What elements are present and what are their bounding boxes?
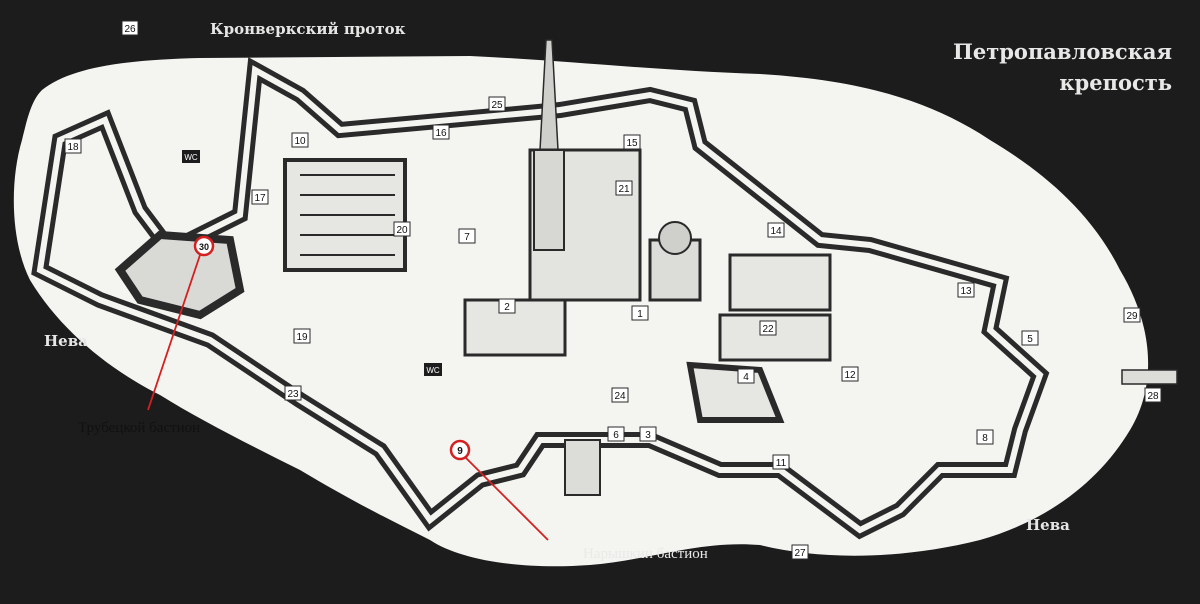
svg-text:13: 13: [960, 286, 972, 297]
svg-text:29: 29: [1126, 311, 1138, 322]
building-number-17: 17: [251, 189, 269, 205]
building-number-29: 29: [1123, 307, 1141, 323]
building-number-8: 8: [976, 429, 994, 445]
building-number-13: 13: [957, 282, 975, 298]
svg-text:22: 22: [762, 324, 774, 335]
svg-text:2: 2: [504, 302, 510, 313]
building-4: [686, 361, 785, 423]
trubetskoy-callout-label: Трубецкой бастион: [78, 420, 201, 436]
building-number-14: 14: [767, 222, 785, 238]
naryshkin-callout-label: Нарышкин бастион: [583, 546, 708, 562]
svg-text:4: 4: [743, 372, 749, 383]
building-number-5: 5: [1021, 330, 1039, 346]
building-number-20: 20: [393, 221, 411, 237]
title-line-1: Петропавловская: [953, 39, 1172, 64]
svg-text:28: 28: [1147, 391, 1159, 402]
building-number-22: 22: [759, 320, 777, 336]
wc-badge-2-label: WC: [426, 366, 440, 375]
neva-left-label: Нева: [44, 332, 88, 350]
svg-text:18: 18: [67, 142, 79, 153]
title-line-2: крепость: [1059, 70, 1172, 95]
svg-text:12: 12: [844, 370, 856, 381]
svg-text:7: 7: [464, 232, 470, 243]
building-number-12: 12: [841, 366, 859, 382]
naryshkin-marker[interactable]: [449, 439, 471, 461]
svg-text:17: 17: [254, 193, 266, 204]
building-number-3: 3: [639, 426, 657, 442]
building-number-16: 16: [432, 124, 450, 140]
wc-badge: [182, 150, 200, 163]
building-number-28: 28: [1144, 387, 1162, 403]
building-number-2: 2: [498, 298, 516, 314]
building-number-23: 23: [284, 385, 302, 401]
cathedral-bell-tower: [533, 149, 565, 251]
trubetskoy-callout-line: [147, 254, 201, 411]
building-number-1: 1: [631, 305, 649, 321]
svg-text:15: 15: [626, 138, 638, 149]
trubetskoy-marker-number: 30: [199, 242, 209, 252]
svg-text:8: 8: [982, 433, 988, 444]
wc-badge-2: [424, 363, 442, 376]
svg-text:26: 26: [124, 24, 136, 35]
trubetskoy-bastion-shape: [114, 230, 245, 320]
building-number-10: 10: [291, 132, 309, 148]
svg-text:10: 10: [294, 136, 306, 147]
building-number-27: 27: [791, 544, 809, 560]
building-number-26: 26: [121, 20, 139, 36]
fortress-wall-inner: [36, 65, 1044, 534]
building-number-6: 6: [607, 426, 625, 442]
svg-text:25: 25: [491, 100, 503, 111]
building-number-15: 15: [623, 134, 641, 150]
map-title: Петропавловская крепость: [953, 36, 1172, 98]
svg-text:21: 21: [618, 184, 630, 195]
building-number-25: 25: [488, 96, 506, 112]
svg-text:19: 19: [296, 332, 308, 343]
building-number-4: 4: [737, 368, 755, 384]
building-number-21: 21: [615, 180, 633, 196]
svg-text:20: 20: [396, 225, 408, 236]
wc-badge-label: WC: [184, 153, 198, 162]
vault-dome: [658, 221, 692, 255]
svg-text:14: 14: [770, 226, 782, 237]
svg-text:23: 23: [287, 389, 299, 400]
svg-text:27: 27: [794, 548, 806, 559]
trubetskoy-marker[interactable]: [193, 235, 215, 257]
building-14: [728, 253, 832, 312]
pier: [1121, 369, 1178, 385]
svg-text:16: 16: [435, 128, 447, 139]
svg-text:3: 3: [645, 430, 651, 441]
building-number-24: 24: [611, 387, 629, 403]
neva-right-label: Нева: [1026, 516, 1070, 534]
svg-text:6: 6: [613, 430, 619, 441]
building-number-7: 7: [458, 228, 476, 244]
svg-text:11: 11: [776, 458, 787, 469]
building-number-18: 18: [64, 138, 82, 154]
svg-text:24: 24: [614, 391, 626, 402]
naryshkin-callout-line: [465, 457, 549, 541]
building-number-19: 19: [293, 328, 311, 344]
kronverk-strait-label: Кронверкский проток: [210, 20, 406, 38]
neva-gate: [564, 439, 601, 496]
cathedral-spire: [539, 39, 559, 151]
building-number-11: 11: [772, 454, 790, 470]
svg-text:1: 1: [637, 309, 643, 320]
svg-text:5: 5: [1027, 334, 1033, 345]
naryshkin-marker-number: 9: [457, 446, 463, 457]
